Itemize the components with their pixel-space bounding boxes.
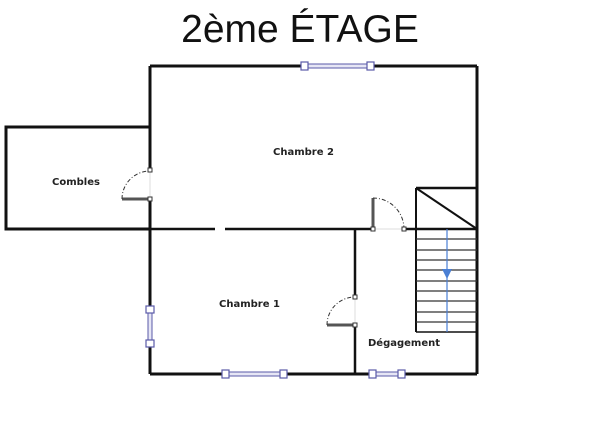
door-chambre2 [370,197,407,232]
combles-walls [4,125,150,231]
door-chambre1 [326,294,358,328]
window-left [145,305,155,348]
room-label-chambre-2: Chambre 2 [273,147,334,158]
outer-walls [148,64,479,376]
interior-walls [150,227,416,374]
window-bottom-chambre1 [221,369,288,379]
room-label-combles: Combles [52,177,100,188]
window-bottom-degagement [368,369,406,379]
stair-arrow-icon [442,229,452,332]
window-top [300,61,375,71]
room-label-chambre-1: Chambre 1 [219,299,280,310]
door-combles [121,167,153,202]
floor-title: 2ème ÉTAGE [181,8,419,51]
room-label-degagement: Dégagement [368,338,441,349]
